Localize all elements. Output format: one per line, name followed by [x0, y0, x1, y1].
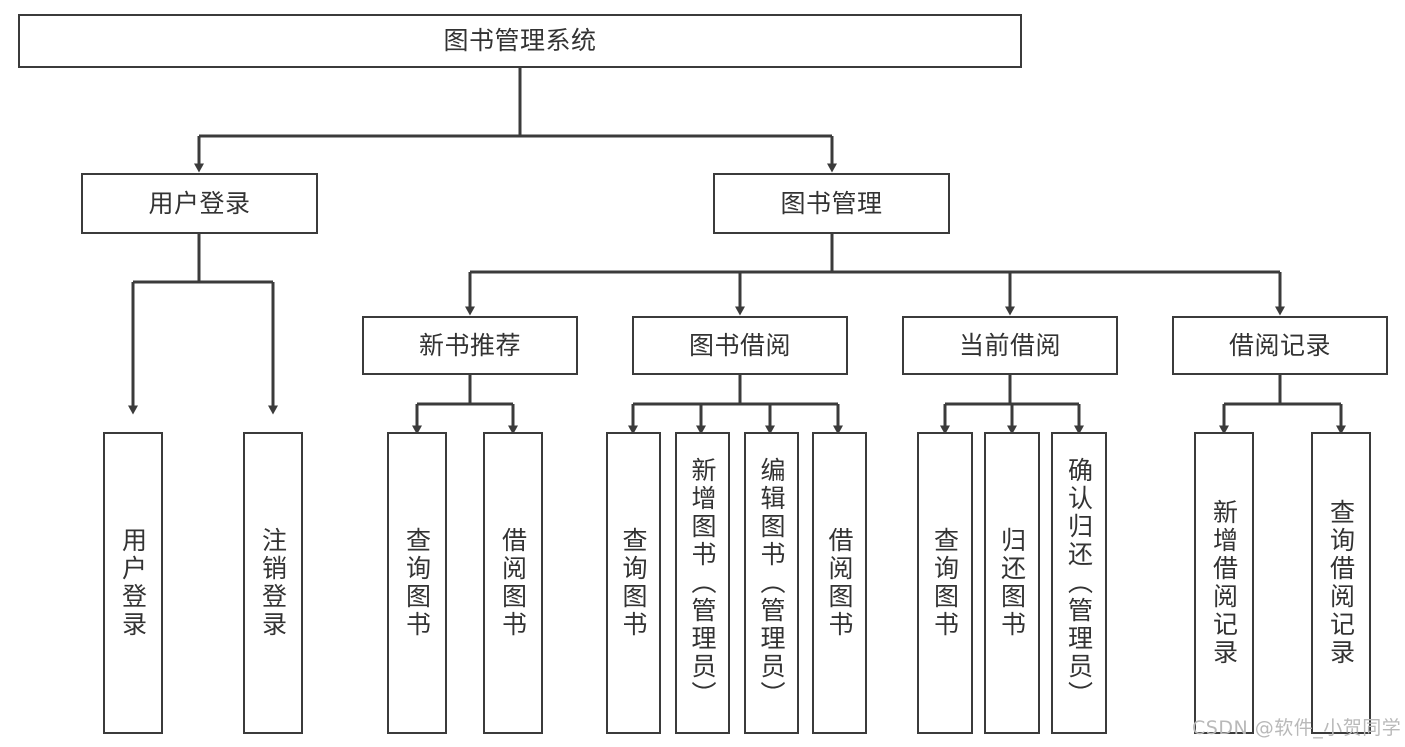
leaf-record-query-record[interactable]: 查询借阅记录 — [1311, 432, 1371, 734]
node-label: 新书推荐 — [418, 330, 521, 360]
leaf-borrow-query-book[interactable]: 查询图书 — [606, 432, 661, 734]
node-current-borrow[interactable]: 当前借阅 — [902, 316, 1118, 375]
node-label: 图书借阅 — [688, 330, 791, 360]
node-label: 新增借阅记录 — [1209, 499, 1239, 667]
leaf-user-login-login[interactable]: 用户登录 — [103, 432, 163, 734]
node-label: 借阅图书 — [498, 527, 528, 639]
node-label: 借阅图书 — [825, 527, 854, 639]
node-borrow-record[interactable]: 借阅记录 — [1172, 316, 1388, 375]
node-label: 注销登录 — [258, 527, 288, 639]
node-label: 查询图书 — [619, 527, 648, 639]
node-label: 查询图书 — [402, 527, 432, 639]
node-label: 当前借阅 — [958, 330, 1061, 360]
node-label: 查询图书 — [930, 527, 960, 639]
node-book-management[interactable]: 图书管理 — [713, 173, 950, 234]
node-label: 新增图书（管理员） — [688, 457, 717, 709]
leaf-new-book-borrow[interactable]: 借阅图书 — [483, 432, 543, 734]
node-label: 用户登录 — [148, 188, 251, 218]
node-label: 图书管理 — [780, 188, 883, 218]
leaf-borrow-edit-book[interactable]: 编辑图书（管理员） — [744, 432, 799, 734]
node-label: 借阅记录 — [1228, 330, 1331, 360]
node-book-borrow[interactable]: 图书借阅 — [632, 316, 848, 375]
leaf-current-confirm-return[interactable]: 确认归还（管理员） — [1051, 432, 1107, 734]
node-label: 用户登录 — [118, 527, 148, 639]
leaf-current-query-book[interactable]: 查询图书 — [917, 432, 973, 734]
node-label: 编辑图书（管理员） — [757, 457, 786, 709]
leaf-borrow-borrow-book[interactable]: 借阅图书 — [812, 432, 867, 734]
leaf-borrow-add-book[interactable]: 新增图书（管理员） — [675, 432, 730, 734]
leaf-user-login-logout[interactable]: 注销登录 — [243, 432, 303, 734]
node-label: 确认归还（管理员） — [1064, 457, 1094, 709]
node-user-login[interactable]: 用户登录 — [81, 173, 318, 234]
node-label: 查询借阅记录 — [1326, 499, 1356, 667]
node-label: 归还图书 — [997, 527, 1027, 639]
node-new-book-recommend[interactable]: 新书推荐 — [362, 316, 578, 375]
node-label: 图书管理系统 — [443, 26, 597, 56]
node-root-system[interactable]: 图书管理系统 — [18, 14, 1022, 68]
csdn-watermark: CSDN @软件_小贺同学 — [1192, 717, 1402, 739]
leaf-new-book-query[interactable]: 查询图书 — [387, 432, 447, 734]
leaf-record-add-record[interactable]: 新增借阅记录 — [1194, 432, 1254, 734]
leaf-current-return-book[interactable]: 归还图书 — [984, 432, 1040, 734]
